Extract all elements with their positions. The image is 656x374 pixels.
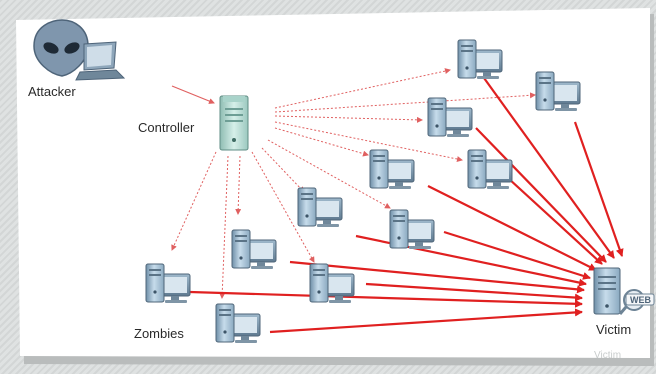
attacker-label: Attacker (28, 84, 76, 99)
server-tower-icon (219, 95, 249, 151)
victim-reflection-label: Victim (594, 350, 621, 361)
web-badge-label: WEB (630, 295, 651, 305)
zombies-label: Zombies (134, 326, 184, 341)
attacker-to-controller-arrow (171, 85, 215, 104)
laptop-icon (75, 41, 126, 81)
web-badge (625, 293, 655, 306)
controller-label: Controller (138, 120, 195, 135)
control-arrows (171, 68, 536, 299)
diagram-panel (16, 8, 650, 358)
controller-node: Controller (138, 95, 249, 151)
web-server-icon: WEB (593, 267, 655, 315)
victim-node: WEB Victim (593, 267, 655, 337)
victim-label: Victim (596, 322, 631, 337)
attack-arrows (189, 77, 624, 334)
alien-icon (33, 19, 89, 77)
attacker-node: Attacker (28, 19, 126, 99)
